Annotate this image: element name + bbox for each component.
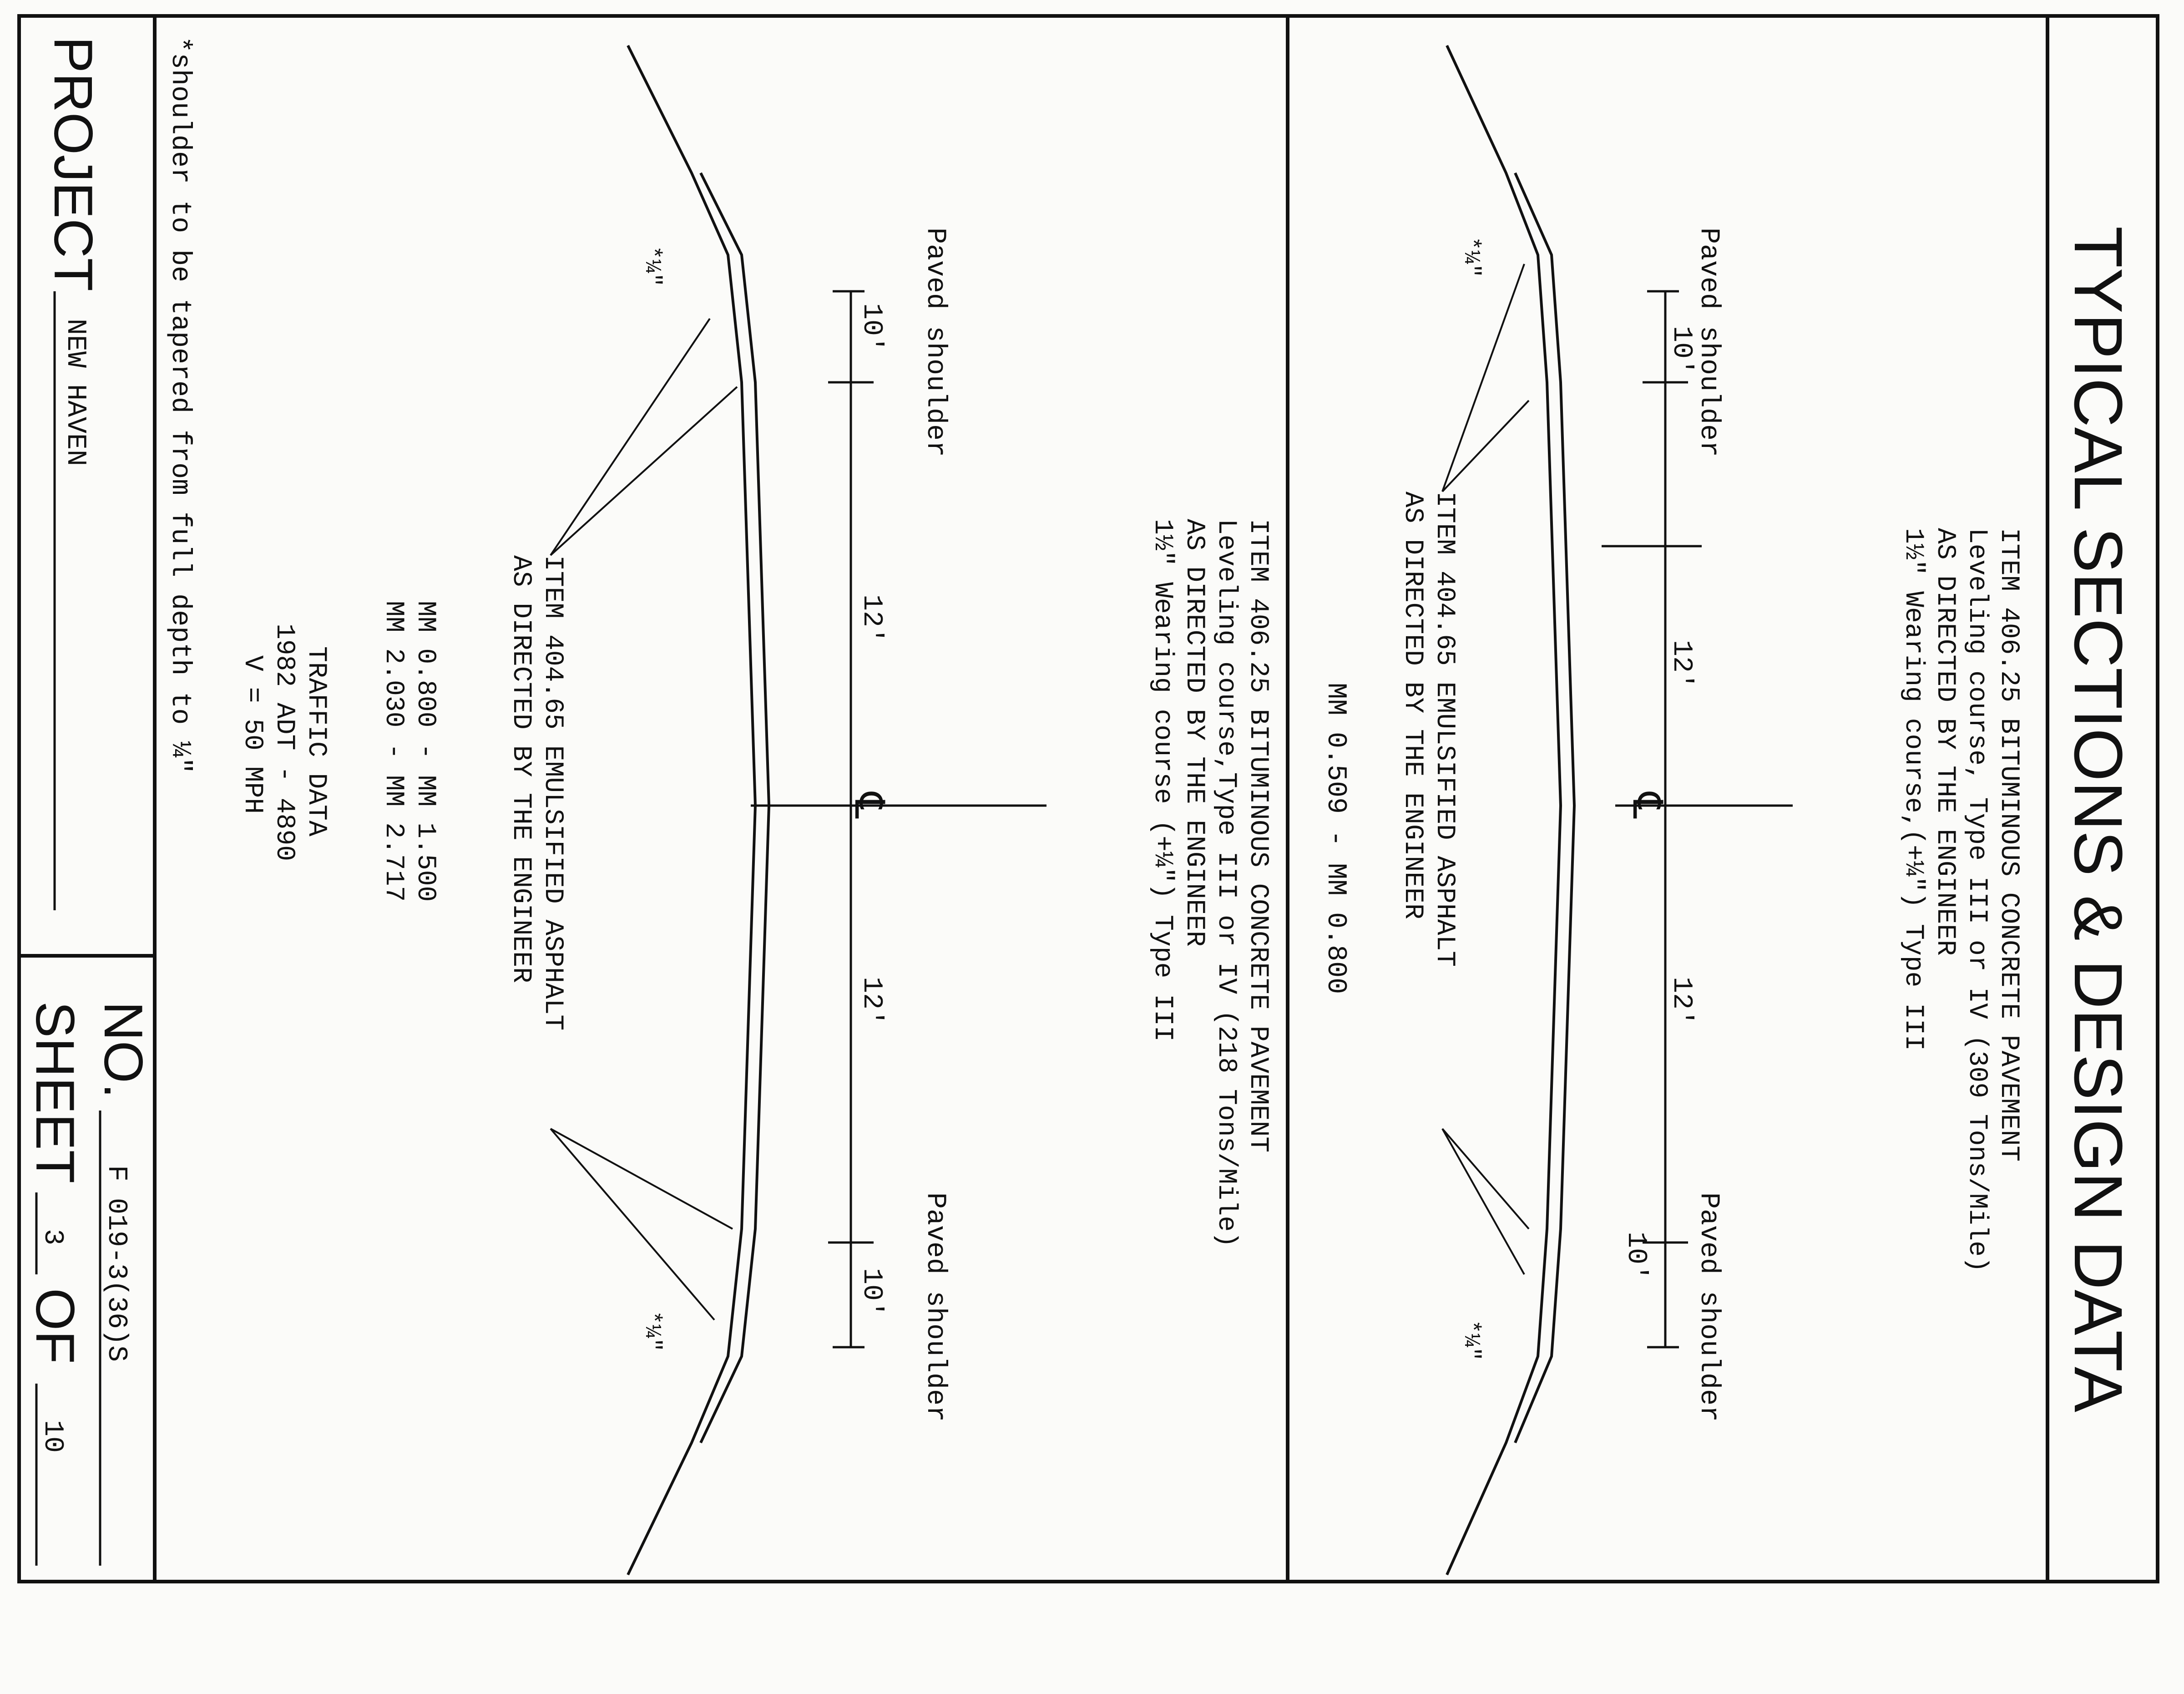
sheet-title: TYPICAL SECTIONS & DESIGN DATA bbox=[2060, 226, 2137, 1412]
section2-item406-line4: 1½" Wearing course (+¼") Type III bbox=[1148, 519, 1177, 1042]
project-no-label: NO. bbox=[93, 1001, 154, 1098]
milepost-range: MM 0.509 - MM 0.800 bbox=[1320, 683, 1351, 994]
paved-shoulder-label: Paved shoulder bbox=[920, 228, 950, 457]
of-label: OF bbox=[25, 1288, 86, 1364]
sheet-label: SHEET bbox=[25, 1001, 86, 1183]
leader-line bbox=[550, 1128, 715, 1321]
section1-item404-line1: ITEM 404.65 EMULSIFIED ASPHALT bbox=[1430, 492, 1459, 967]
taper-note: *¼" bbox=[639, 246, 665, 287]
total-sheets: 10 bbox=[37, 1420, 68, 1453]
taper-note: *¼" bbox=[1458, 1320, 1484, 1361]
typical-section-1: ITEM 406.25 BITUMINOUS CONCRETE PAVEMENT… bbox=[1320, 45, 2023, 1576]
dim-shoulder-width: 10' bbox=[1666, 326, 1697, 375]
dim-shoulder-width: 10' bbox=[856, 303, 887, 352]
pavement-overlay bbox=[699, 172, 771, 1444]
section2-item404-line1: ITEM 404.65 EMULSIFIED ASPHALT bbox=[538, 555, 567, 1030]
milepost-range: MM 2.030 - MM 2.717 bbox=[379, 601, 408, 902]
centerline-symbol: ℄ bbox=[1621, 791, 1667, 819]
paved-shoulder-label: Paved shoulder bbox=[920, 1192, 950, 1422]
dim-lane-width: 12' bbox=[856, 594, 887, 644]
dim-shoulder-width: 10' bbox=[1620, 1232, 1651, 1281]
roadway-surface bbox=[627, 45, 757, 1576]
section1-item406-line2: Leveling course, Type III or IV (309 Ton… bbox=[1962, 528, 1992, 1273]
dim-lane-width: 12' bbox=[1666, 640, 1697, 689]
dim-lane-width: 12' bbox=[856, 977, 887, 1026]
dim-shoulder-width: 10' bbox=[856, 1268, 887, 1317]
leader-line bbox=[550, 318, 711, 556]
shoulder-taper-footnote: *shoulder to be tapered from full depth … bbox=[164, 36, 195, 774]
paved-shoulder-label: Paved shoulder bbox=[1693, 228, 1724, 457]
leader-line bbox=[550, 386, 738, 556]
taper-note: *¼" bbox=[1458, 237, 1484, 278]
section1-item404-line2: AS DIRECTED BY THE ENGINEER bbox=[1398, 492, 1427, 919]
project-label: PROJECT bbox=[43, 36, 104, 291]
milepost-range: MM 0.800 - MM 1.500 bbox=[410, 601, 440, 902]
section1-item406-line3: AS DIRECTED BY THE ENGINEER bbox=[1930, 528, 1960, 956]
typical-section-2: ITEM 406.25 BITUMINOUS CONCRETE PAVEMENT… bbox=[238, 45, 1273, 1576]
section2-item404-line2: AS DIRECTED BY THE ENGINEER bbox=[506, 555, 536, 983]
traffic-data-heading: TRAFFIC DATA bbox=[301, 646, 331, 837]
pavement-overlay bbox=[1514, 172, 1576, 1444]
section2-item406-line2: Leveling course,Type III or IV (218 Tons… bbox=[1211, 519, 1241, 1248]
section2-item406-line1: ITEM 406.25 BITUMINOUS CONCRETE PAVEMENT bbox=[1243, 519, 1273, 1152]
section1-item406-line1: ITEM 406.25 BITUMINOUS CONCRETE PAVEMENT bbox=[1994, 528, 2023, 1161]
centerline-symbol: ℄ bbox=[843, 791, 889, 819]
leader-line bbox=[1441, 264, 1525, 492]
leader-line bbox=[1441, 1128, 1525, 1275]
sheet-border bbox=[17, 14, 2159, 1583]
leader-line bbox=[1441, 400, 1530, 492]
roadway-surface bbox=[1446, 45, 1562, 1576]
project-number: F 019-3(36)S bbox=[101, 1165, 131, 1362]
paved-shoulder-label: Paved shoulder bbox=[1693, 1192, 1724, 1422]
traffic-speed: V = 50 MPH bbox=[238, 655, 267, 814]
project-name: NEW HAVEN bbox=[60, 319, 91, 466]
traffic-adt: 1982 ADT - 4890 bbox=[269, 624, 299, 861]
leader-line bbox=[1441, 1128, 1530, 1230]
sheet-number: 3 bbox=[37, 1229, 68, 1245]
leader-line bbox=[550, 1128, 733, 1230]
section2-item406-line3: AS DIRECTED BY THE ENGINEER bbox=[1179, 519, 1209, 947]
dim-lane-width: 12' bbox=[1666, 977, 1697, 1026]
title-block: PROJECT NEW HAVEN NO. F 019-3(36)S SHEET… bbox=[19, 16, 157, 1582]
section1-item406-line4: 1½" Wearing course,(+¼") Type III bbox=[1898, 528, 1928, 1051]
taper-note: *¼" bbox=[639, 1311, 665, 1352]
